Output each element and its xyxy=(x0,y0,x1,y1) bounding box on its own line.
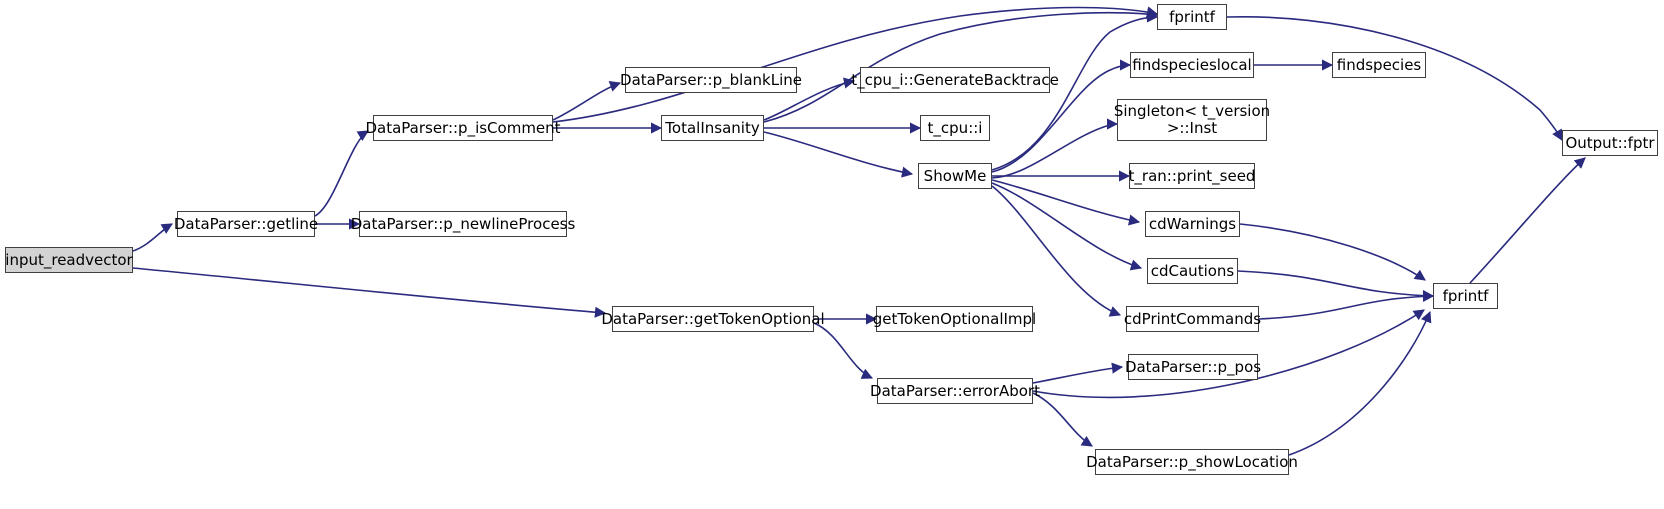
edge-getline-to-p_isComment xyxy=(314,130,369,217)
graph-node-getTokenOptionalImpl[interactable]: getTokenOptionalImpl xyxy=(873,306,1036,332)
edge-p_isComment-to-fprintf_top xyxy=(552,6,1159,123)
edge-cdWarnings-to-fprintf_right xyxy=(1239,223,1426,281)
graph-node-cdWarnings[interactable]: cdWarnings xyxy=(1145,211,1240,237)
graph-node-fprintf_top[interactable]: fprintf xyxy=(1157,4,1227,30)
graph-node-GenerateBacktrace[interactable]: t_cpu_i::GenerateBacktrace xyxy=(851,67,1059,93)
graph-node-p_isComment[interactable]: DataParser::p_isComment xyxy=(365,115,561,141)
graph-node-p_blankLine[interactable]: DataParser::p_blankLine xyxy=(620,67,802,93)
graph-node-ShowMe[interactable]: ShowMe xyxy=(918,163,992,189)
edge-ShowMe-to-cdCautions xyxy=(991,182,1143,271)
edge-p_isComment-to-p_blankLine xyxy=(552,81,622,121)
graph-node-singleton_t_version[interactable]: Singleton< t_version >::Inst xyxy=(1114,99,1270,141)
edge-ShowMe-to-cdPrintCommands xyxy=(991,185,1122,317)
graph-node-t_ran_print_seed[interactable]: t_ran::print_seed xyxy=(1129,163,1255,189)
graph-node-findspecies[interactable]: findspecies xyxy=(1332,52,1426,78)
graph-node-fprintf_right[interactable]: fprintf xyxy=(1433,283,1498,309)
graph-node-getline[interactable]: DataParser::getline xyxy=(174,211,318,237)
edge-cdCautions-to-fprintf_right xyxy=(1237,270,1435,302)
edge-cdPrintCommands-to-fprintf_right xyxy=(1258,290,1435,320)
edge-getTokenOptional-to-errorAbort xyxy=(813,322,874,379)
edge-TotalInsanity-to-ShowMe xyxy=(763,131,914,178)
edge-errorAbort-to-p_pos xyxy=(1032,362,1124,384)
edge-fprintf_top-to-Output_fptr xyxy=(1226,15,1563,141)
edge-fprintf_right-to-Output_fptr xyxy=(1469,157,1586,284)
edge-p_showLocation-to-fprintf_right xyxy=(1288,310,1432,456)
edge-ShowMe-to-cdWarnings xyxy=(991,179,1141,226)
graph-node-findspecieslocal[interactable]: findspecieslocal xyxy=(1130,52,1254,78)
edge-ShowMe-to-singleton_t_version xyxy=(991,118,1119,179)
graph-node-getTokenOptional[interactable]: DataParser::getTokenOptional xyxy=(601,306,825,332)
graph-node-Output_fptr[interactable]: Output::fptr xyxy=(1562,130,1658,156)
graph-node-errorAbort[interactable]: DataParser::errorAbort xyxy=(870,378,1040,404)
graph-node-input_readvector[interactable]: input_readvector xyxy=(5,247,133,273)
edge-input_readvector-to-getTokenOptional xyxy=(132,267,607,318)
graph-node-t_cpu_i[interactable]: t_cpu::i xyxy=(920,115,990,141)
graph-node-p_newlineProcess[interactable]: DataParser::p_newlineProcess xyxy=(351,211,575,237)
graph-node-p_pos[interactable]: DataParser::p_pos xyxy=(1125,354,1261,380)
edge-errorAbort-to-p_showLocation xyxy=(1032,392,1093,447)
edge-input_readvector-to-getline xyxy=(132,223,173,252)
graph-node-TotalInsanity[interactable]: TotalInsanity xyxy=(661,115,764,141)
graph-node-cdCautions[interactable]: cdCautions xyxy=(1147,258,1238,284)
edge-ShowMe-to-fprintf_top xyxy=(991,11,1159,171)
graph-node-cdPrintCommands[interactable]: cdPrintCommands xyxy=(1124,306,1261,332)
graph-node-p_showLocation[interactable]: DataParser::p_showLocation xyxy=(1086,449,1298,475)
